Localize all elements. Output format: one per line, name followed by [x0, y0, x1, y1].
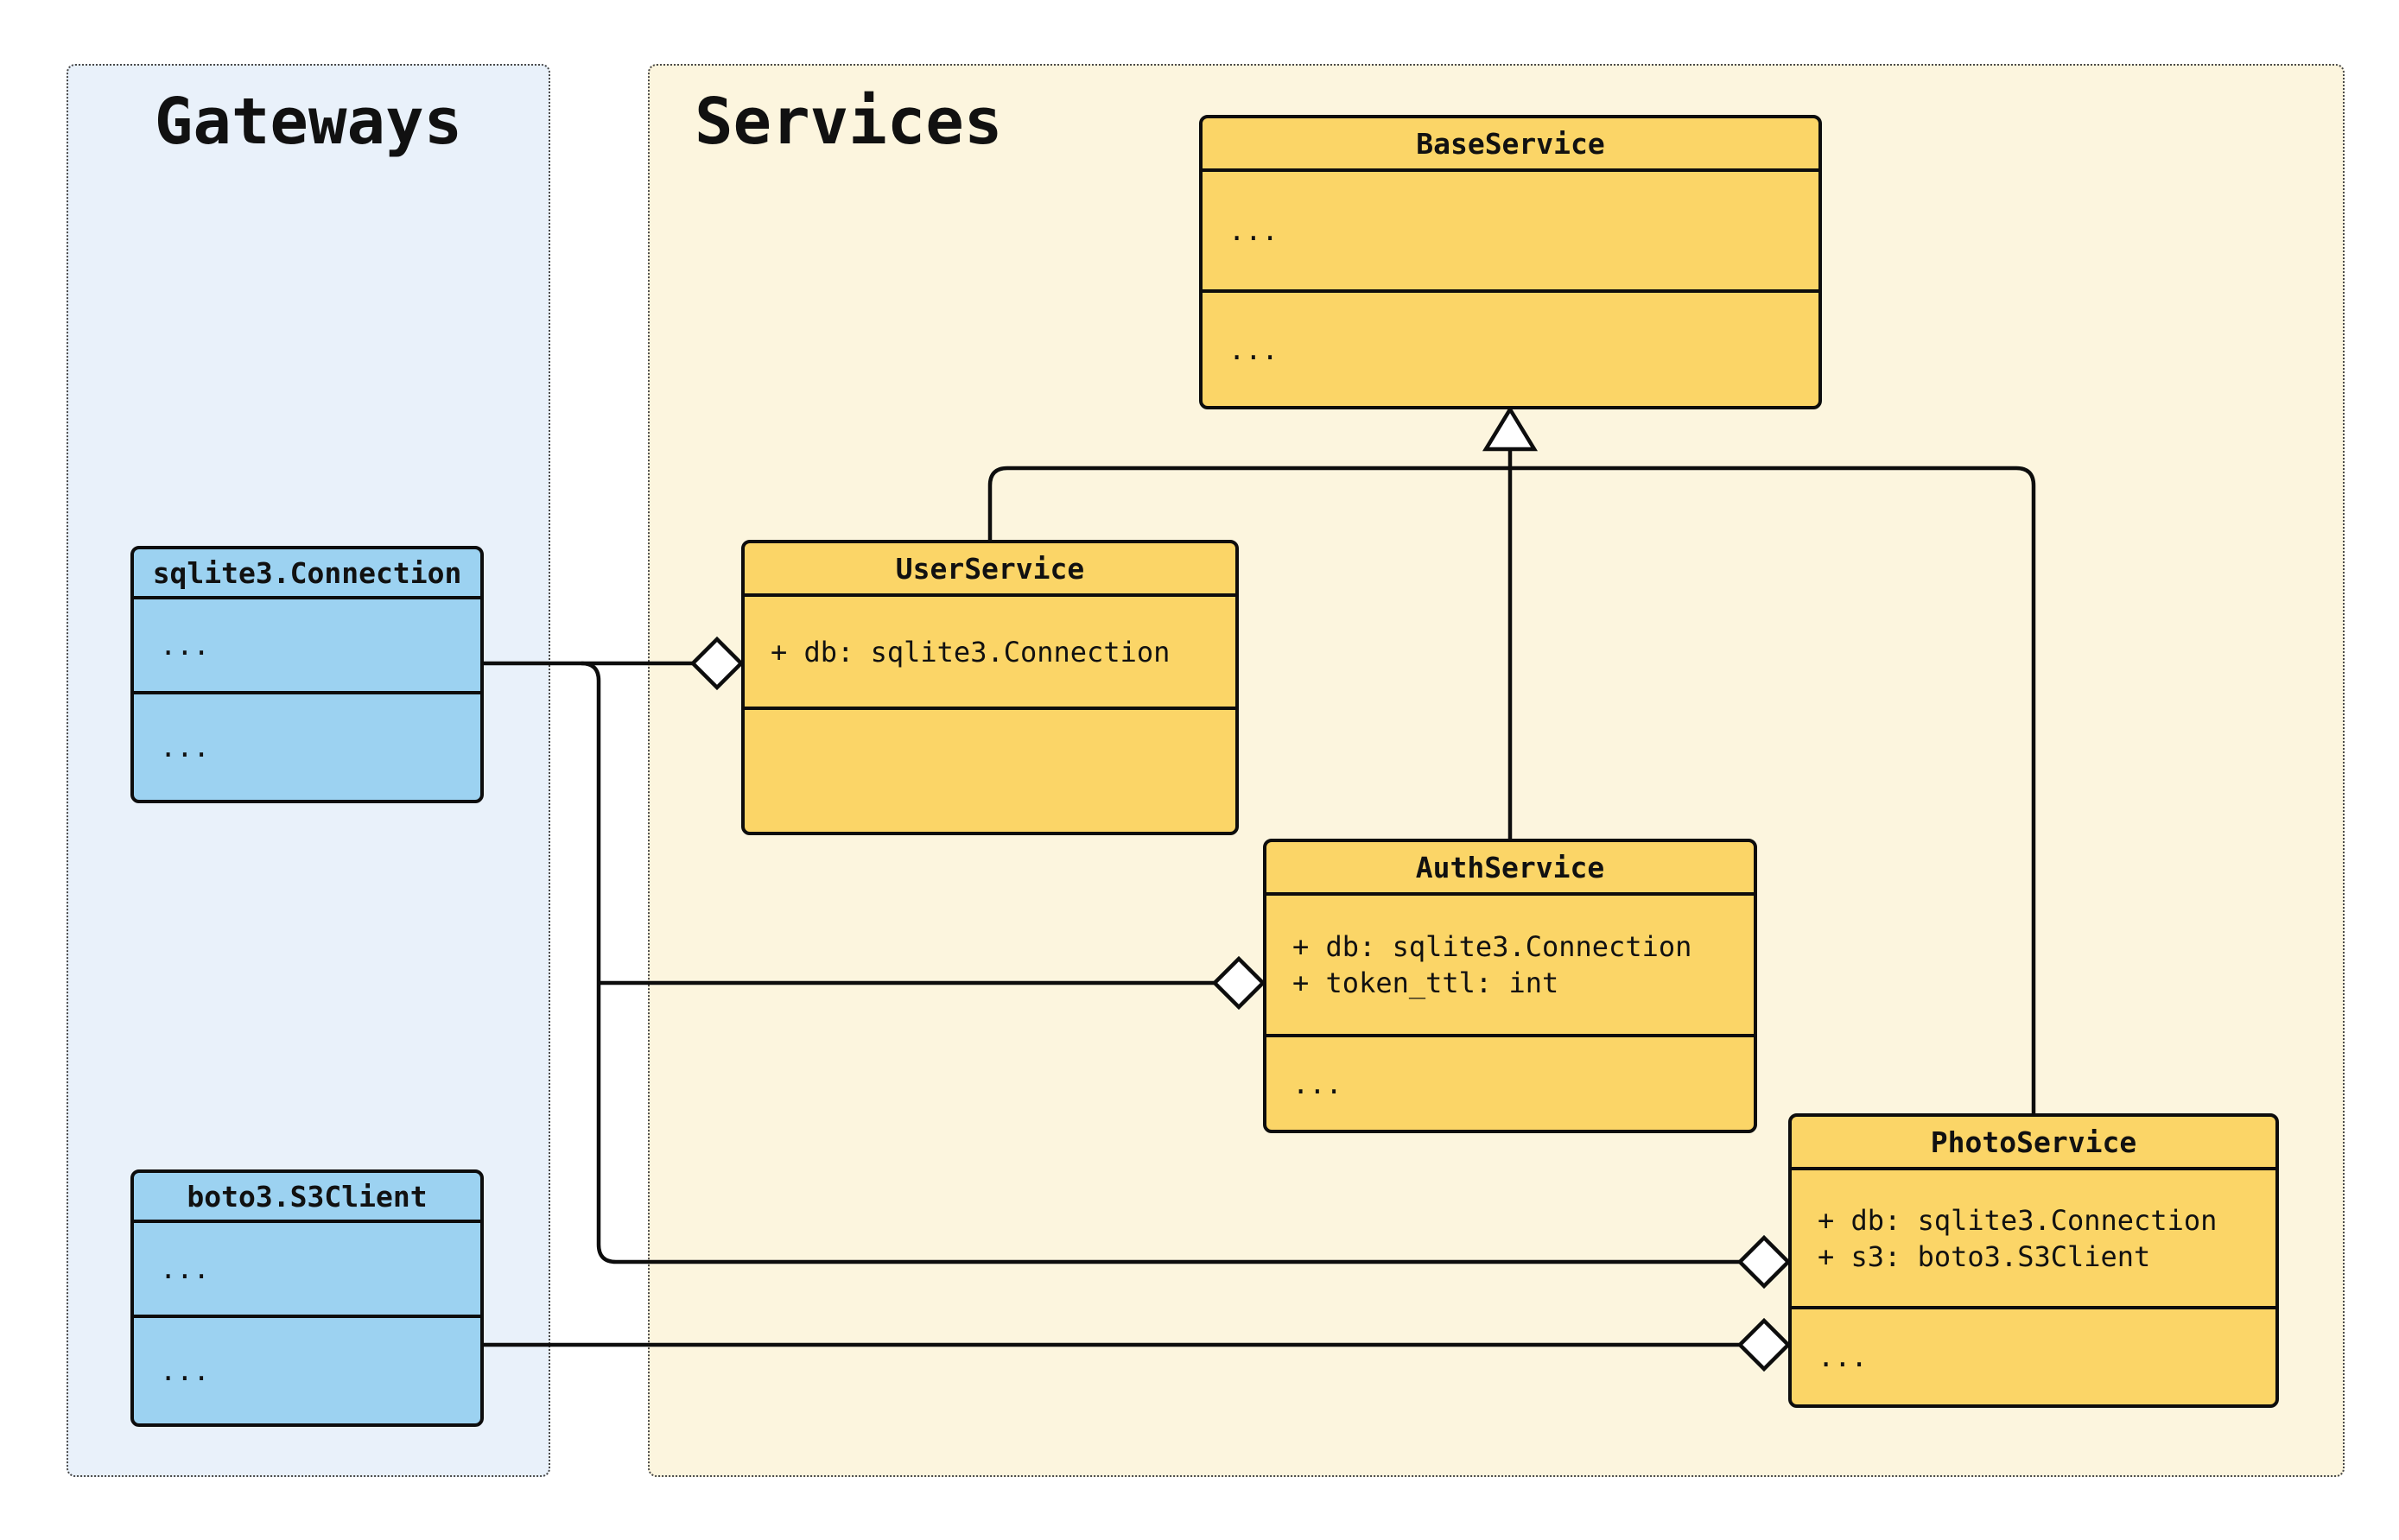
- attribute-line: + db: sqlite3.Connection: [1292, 930, 1692, 963]
- method-line: ...: [1228, 333, 1279, 366]
- class-userservice: UserService + db: sqlite3.Connection: [741, 540, 1239, 835]
- class-attributes: ...: [134, 1223, 480, 1318]
- class-authservice: AuthService + db: sqlite3.Connection + t…: [1263, 839, 1757, 1133]
- class-title: sqlite3.Connection: [134, 549, 480, 599]
- class-boto3-s3client: boto3.S3Client ... ...: [130, 1169, 484, 1427]
- method-line: ...: [160, 1354, 210, 1387]
- class-title: UserService: [745, 543, 1235, 597]
- class-methods: [745, 710, 1235, 832]
- class-title: AuthService: [1266, 842, 1754, 896]
- method-line: ...: [1292, 1067, 1342, 1100]
- class-methods: ...: [134, 1318, 480, 1423]
- attribute-line: + db: sqlite3.Connection: [1818, 1203, 2218, 1237]
- class-attributes: ...: [1203, 172, 1818, 293]
- group-services-label: Services: [695, 85, 1003, 159]
- class-attributes: ...: [134, 599, 480, 694]
- class-title: BaseService: [1203, 118, 1818, 172]
- attribute-line: ...: [160, 1252, 210, 1285]
- attribute-line: + s3: boto3.S3Client: [1818, 1239, 2151, 1273]
- attribute-line: ...: [160, 629, 210, 662]
- class-title: boto3.S3Client: [134, 1173, 480, 1223]
- attribute-line: + db: sqlite3.Connection: [771, 635, 1171, 669]
- method-line: ...: [1818, 1340, 1868, 1373]
- class-methods: ...: [1203, 293, 1818, 406]
- class-methods: ...: [134, 694, 480, 800]
- method-line: ...: [160, 731, 210, 764]
- class-title: PhotoService: [1792, 1117, 2275, 1170]
- attribute-line: ...: [1228, 214, 1279, 247]
- class-baseservice: BaseService ... ...: [1199, 115, 1822, 409]
- attribute-line: + token_ttl: int: [1292, 966, 1559, 999]
- group-gateways-label: Gateways: [154, 85, 463, 159]
- class-methods: ...: [1792, 1309, 2275, 1404]
- class-attributes: + db: sqlite3.Connection + s3: boto3.S3C…: [1792, 1170, 2275, 1309]
- class-attributes: + db: sqlite3.Connection: [745, 597, 1235, 710]
- class-sqlite3-connection: sqlite3.Connection ... ...: [130, 546, 484, 803]
- class-methods: ...: [1266, 1037, 1754, 1130]
- class-photoservice: PhotoService + db: sqlite3.Connection + …: [1788, 1113, 2279, 1408]
- class-attributes: + db: sqlite3.Connection + token_ttl: in…: [1266, 896, 1754, 1037]
